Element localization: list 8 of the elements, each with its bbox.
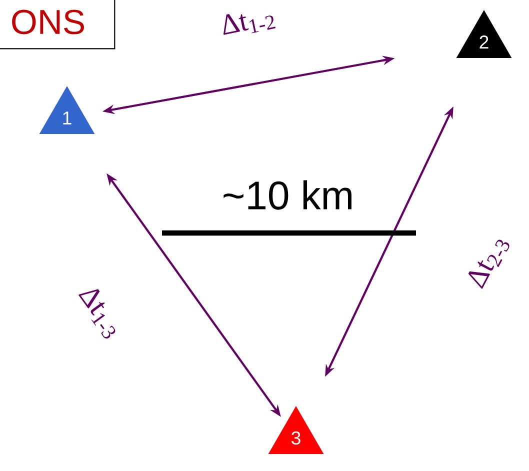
station-triangle: 3 <box>268 406 324 454</box>
scale-label: ~10 km <box>224 180 352 210</box>
title-box: ONS <box>0 0 116 50</box>
edge-label: Δt$_{1-2}$ <box>224 14 276 35</box>
station-triangle: 1 <box>39 86 95 134</box>
station-triangle: 2 <box>456 10 512 58</box>
edge-label: Δt$_{1-3}$ <box>78 289 116 339</box>
edge-label: Δt$_{2-3}$ <box>468 240 510 289</box>
